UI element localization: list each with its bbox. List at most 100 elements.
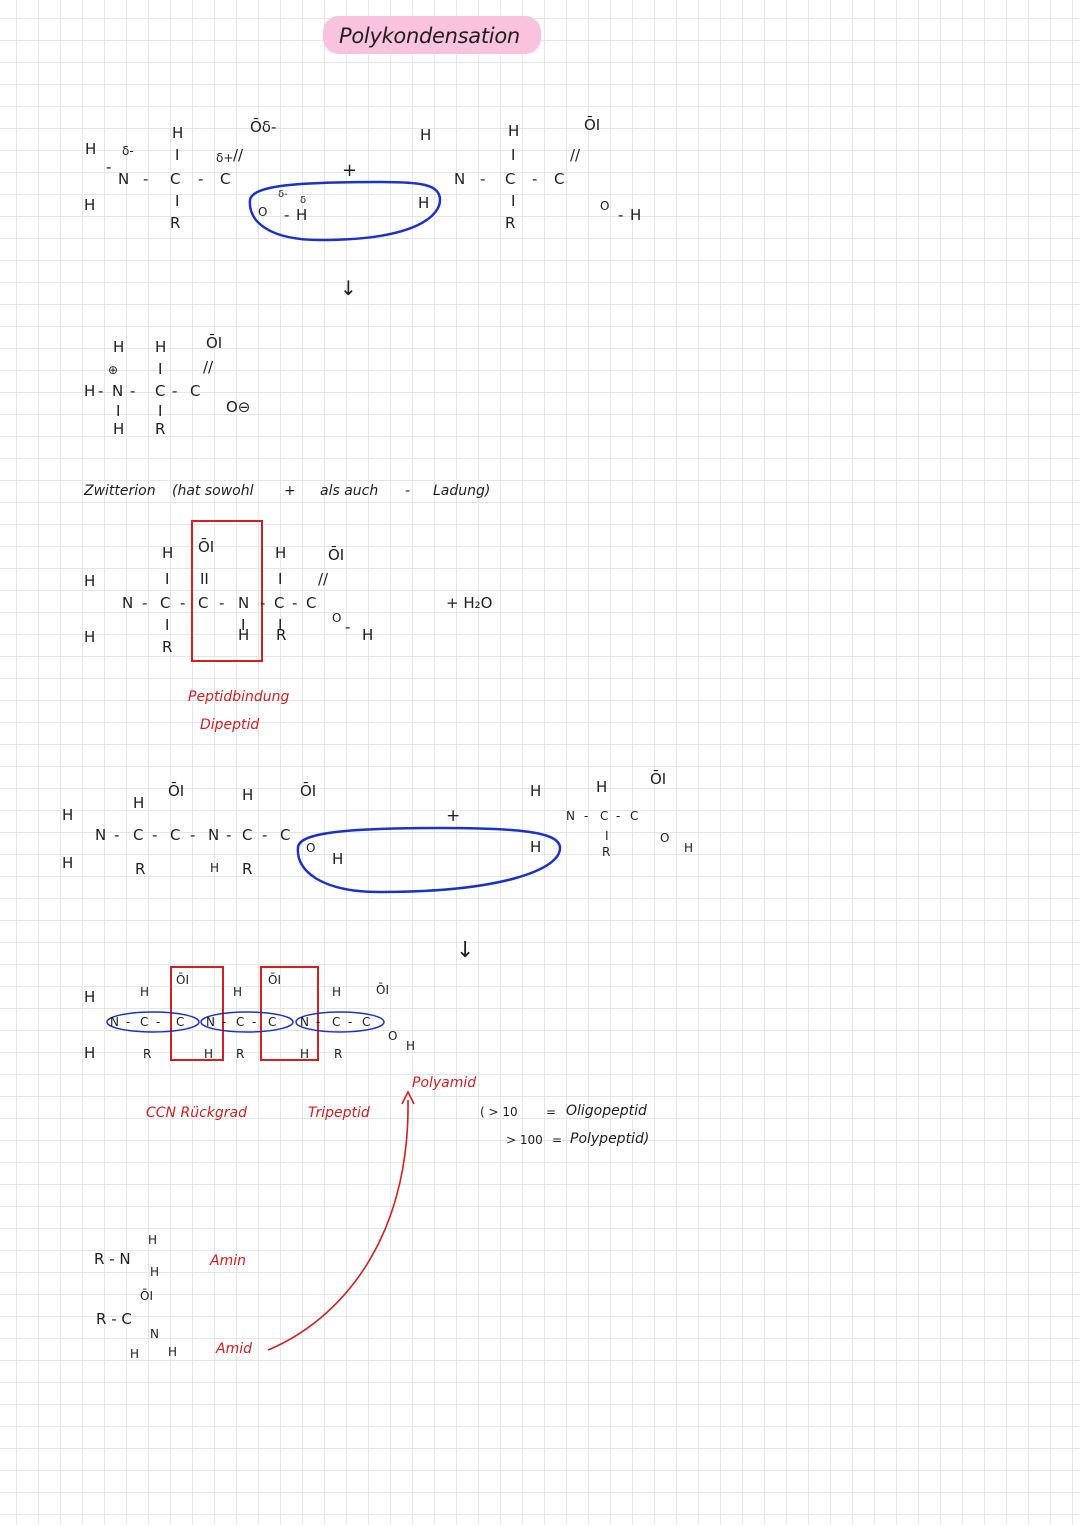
bond: - <box>262 826 268 844</box>
oxygen-lone: ŌI <box>268 973 281 987</box>
atom-c: C <box>268 1015 277 1029</box>
backbone-label: CCN Rückgrad <box>146 1105 247 1121</box>
amine-label: Amin <box>210 1253 246 1269</box>
backbone-loop-1 <box>106 1011 200 1033</box>
atom-o: O <box>660 831 670 845</box>
polyamide-label: Polyamid <box>412 1075 477 1091</box>
atom-h: H <box>242 786 254 804</box>
bond: I <box>158 360 163 378</box>
atom-c: C <box>236 1015 245 1029</box>
atom-h: H <box>150 1265 160 1279</box>
delta-minus: δ- <box>278 189 288 200</box>
atom-h: H <box>275 544 287 562</box>
atom-n: N <box>454 170 466 188</box>
bond: I <box>158 402 163 420</box>
atom-c: C <box>306 594 317 612</box>
atom-h: H <box>596 778 608 796</box>
title-highlight <box>323 16 541 54</box>
bond: I <box>175 146 180 164</box>
atom-c: C <box>505 170 516 188</box>
oxygen-lone: ŌI <box>168 782 185 800</box>
bond: - <box>106 158 112 176</box>
atom-h: H <box>62 806 74 824</box>
atom-h: H <box>420 126 432 144</box>
oxygen-partial: Ōδ- <box>250 118 277 136</box>
double-bond: // <box>203 358 214 376</box>
atom-c: C <box>170 170 181 188</box>
bond: - <box>219 594 225 612</box>
bond: - <box>180 594 186 612</box>
atom-r: R <box>334 1047 343 1061</box>
atom-r: R <box>276 626 287 644</box>
bond: I <box>175 192 180 210</box>
bond: - <box>618 206 624 224</box>
atom-r: R <box>162 638 173 656</box>
atom-h: H <box>113 420 125 438</box>
double-bond: // <box>318 570 329 588</box>
atom-c: C <box>198 594 209 612</box>
bond: - <box>198 170 204 188</box>
oxygen-lone: ŌI <box>198 538 215 556</box>
amide-formula: R - C <box>96 1310 132 1328</box>
atom-h: H <box>418 194 430 212</box>
atom-h: H <box>332 985 342 999</box>
bond: - <box>152 826 158 844</box>
bond: I <box>165 616 170 634</box>
atom-h: H <box>113 338 125 356</box>
atom-n: N <box>300 1015 309 1029</box>
equals-sign: = <box>552 1133 563 1147</box>
atom-c: C <box>133 826 144 844</box>
threshold-poly: > 100 <box>506 1133 543 1147</box>
oligopeptide-label: Oligopeptid <box>566 1103 647 1119</box>
plus-charge: ⊕ <box>108 363 119 377</box>
water-elimination-loop-1 <box>248 180 442 242</box>
atom-h: H <box>62 854 74 872</box>
oxygen-lone: ŌI <box>300 782 317 800</box>
atom-h: H <box>162 544 174 562</box>
bond: - <box>143 170 149 188</box>
double-bond: II <box>200 570 209 588</box>
double-bond: // <box>570 146 581 164</box>
atom-h: H <box>296 206 308 224</box>
peptide-bond-label: Peptidbindung <box>188 689 290 705</box>
bond: - <box>114 826 120 844</box>
atom-h: H <box>130 1347 140 1361</box>
zwitterion-charge: Ladung) <box>433 483 491 499</box>
bond: I <box>278 616 283 634</box>
zwitterion-desc: (hat sowohl <box>172 483 254 499</box>
atom-h: H <box>684 841 694 855</box>
atom-h: H <box>84 1044 96 1062</box>
atom-r: R <box>602 845 611 859</box>
atom-h: H <box>172 124 184 142</box>
delta-minus: δ- <box>122 144 134 158</box>
backbone-loop-2 <box>200 1011 294 1033</box>
plus-sign: + <box>342 160 358 181</box>
equals-sign: = <box>546 1105 557 1119</box>
bond: - <box>348 1015 353 1029</box>
amide-label: Amid <box>216 1341 252 1357</box>
bond: - <box>584 809 589 823</box>
atom-c: C <box>332 1015 341 1029</box>
atom-c: C <box>190 382 201 400</box>
bond: - <box>126 1015 131 1029</box>
water-elimination-loop-2 <box>296 826 562 894</box>
atom-h: H <box>85 140 97 158</box>
atom-r: R <box>170 214 181 232</box>
atom-h: H <box>508 122 520 140</box>
atom-r: R <box>242 860 253 878</box>
atom-n: N <box>95 826 107 844</box>
bond: - <box>252 1015 257 1029</box>
amide-to-polyamide-arrow <box>267 1099 409 1351</box>
atom-h: H <box>84 572 96 590</box>
bond: - <box>142 594 148 612</box>
zwitterion-as-well: als auch <box>320 483 379 499</box>
atom-h: H <box>84 628 96 646</box>
bond: - <box>480 170 486 188</box>
dipeptide-label: Dipeptid <box>200 717 260 733</box>
bond: - <box>98 382 104 400</box>
bond: - <box>316 1015 321 1029</box>
polypeptide-label: Polypeptid) <box>570 1131 650 1147</box>
atom-r: R <box>143 1047 152 1061</box>
bond: I <box>241 616 246 634</box>
bond: - <box>130 382 136 400</box>
